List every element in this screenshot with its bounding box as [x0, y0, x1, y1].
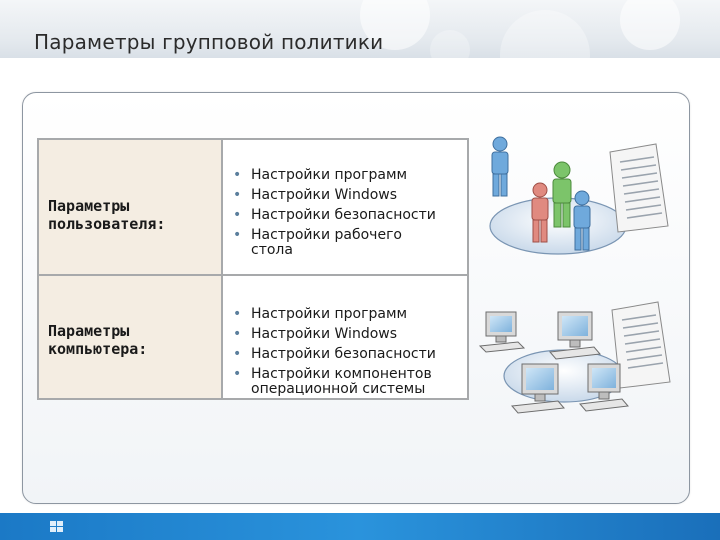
- slide-footer: [0, 513, 720, 540]
- computer-settings-label-cell: Параметры компьютера:: [39, 276, 223, 398]
- list-item-text: Настройки Windows: [251, 187, 398, 203]
- computer-icon: [478, 311, 526, 353]
- list-item: • Настройки программ: [233, 165, 436, 185]
- computers-group-icon: [478, 301, 671, 414]
- bullet-icon: •: [233, 207, 242, 223]
- user-person-icon: [531, 182, 549, 243]
- header-decoration: [500, 10, 590, 58]
- list-item-continuation: операционной системы: [251, 381, 426, 397]
- list-item: • Настройки безопасности: [233, 205, 436, 225]
- list-item-text: Настройки Windows: [251, 326, 398, 342]
- computer-settings-label: Параметры компьютера:: [48, 322, 147, 358]
- user-settings-label: Параметры пользователя:: [48, 197, 165, 233]
- user-settings-label-cell: Параметры пользователя:: [39, 140, 223, 274]
- computer-icon: [549, 311, 601, 360]
- bullet-icon: •: [233, 326, 242, 342]
- bullet-icon: •: [233, 346, 242, 362]
- list-item-text: Настройки программ: [251, 167, 408, 183]
- list-item: • Настройки программ: [233, 304, 436, 324]
- user-person-icon: [552, 161, 572, 228]
- document-icon: [609, 143, 669, 233]
- list-item: • Настройки Windows: [233, 185, 436, 205]
- bullet-icon: •: [233, 366, 242, 382]
- bullet-icon: •: [233, 227, 242, 243]
- user-settings-list: • Настройки программ • Настройки Windows •…: [233, 165, 436, 257]
- list-item-text: Настройки безопасности: [251, 207, 436, 223]
- list-item: • Настройки Windows: [233, 324, 436, 344]
- list-item: • Настройки безопасности: [233, 344, 436, 364]
- header-decoration: [430, 30, 470, 58]
- list-item-continuation: стола: [251, 242, 293, 258]
- label-line: компьютера:: [48, 340, 148, 358]
- settings-table: Параметры пользователя: • Настройки прогр…: [37, 138, 469, 400]
- computer-icon: [579, 363, 629, 412]
- users-group-icon: [489, 136, 669, 255]
- list-item-text: Настройки программ: [251, 306, 408, 322]
- header-decoration: [620, 0, 680, 50]
- list-item-text: Настройки безопасности: [251, 346, 436, 362]
- computer-icon: [511, 363, 565, 414]
- computer-settings-list: • Настройки программ • Настройки Windows •…: [233, 304, 436, 396]
- label-line: пользователя:: [48, 215, 166, 233]
- slide-header: Параметры групповой политики: [0, 0, 720, 58]
- bullet-icon: •: [233, 306, 242, 322]
- table-row-computer-settings: Параметры компьютера: • Настройки програм…: [39, 276, 467, 398]
- label-line: Параметры: [48, 197, 130, 215]
- table-row-user-settings: Параметры пользователя: • Настройки прогр…: [39, 140, 467, 276]
- user-person-icon: [491, 136, 509, 197]
- document-icon: [611, 301, 671, 389]
- list-item-text: Настройки компонентов: [251, 366, 432, 382]
- list-item-text: Настройки рабочего: [251, 227, 402, 243]
- bullet-icon: •: [233, 187, 242, 203]
- label-line: Параметры: [48, 322, 130, 340]
- user-person-icon: [573, 190, 591, 251]
- slide-title: Параметры групповой политики: [34, 30, 384, 54]
- bullet-icon: •: [233, 167, 242, 183]
- windows-logo-icon: [50, 521, 63, 532]
